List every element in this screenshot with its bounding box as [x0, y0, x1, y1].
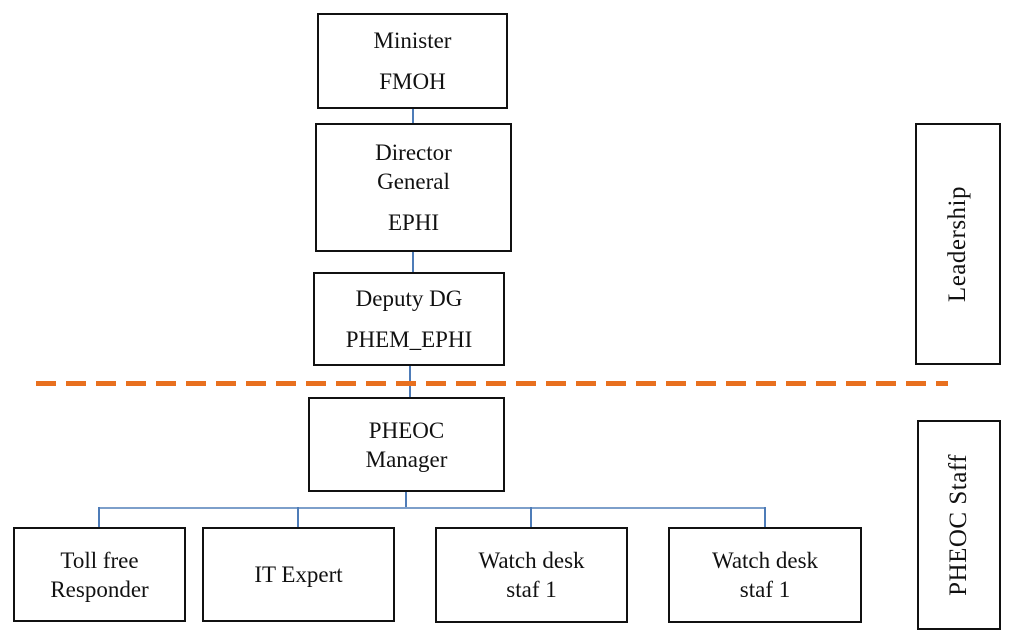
- org-node-it-expert: IT Expert: [202, 527, 395, 622]
- org-node-watch-desk-2-title: Watch desk staf 1: [711, 548, 819, 602]
- connector-drop-toll-free: [98, 507, 100, 528]
- org-node-watch-desk-2: Watch desk staf 1: [668, 527, 862, 623]
- org-node-director-general: Director General EPHI: [315, 123, 512, 252]
- org-node-deputy-dg: Deputy DG PHEM_EPHI: [313, 272, 505, 366]
- org-node-deputy-dg-title: Deputy DG: [355, 286, 463, 311]
- org-node-director-general-title: Director General: [375, 140, 452, 194]
- org-node-pheoc-manager: PHEOC Manager: [308, 397, 505, 492]
- leadership-staff-divider: [36, 381, 948, 386]
- side-label-pheoc-staff-text: PHEOC Staff: [945, 454, 972, 596]
- connector-drop-it-expert: [297, 507, 299, 528]
- org-node-deputy-dg-org: PHEM_EPHI: [345, 327, 473, 352]
- org-node-minister-title: Minister: [373, 28, 452, 53]
- org-node-director-general-org: EPHI: [387, 210, 440, 235]
- connector-horizontal-bus: [99, 507, 766, 509]
- connector-manager-stem: [405, 491, 407, 508]
- connector-drop-watch-desk-1: [530, 507, 532, 528]
- org-node-watch-desk-1-title: Watch desk staf 1: [478, 548, 585, 602]
- org-node-watch-desk-1: Watch desk staf 1: [435, 527, 628, 623]
- org-node-toll-free-responder: Toll free Responder: [13, 527, 186, 622]
- org-node-minister-org: FMOH: [379, 69, 446, 94]
- side-label-leadership-text: Leadership: [944, 185, 971, 303]
- connector-minister-director: [412, 108, 414, 124]
- org-node-toll-free-responder-title: Toll free Responder: [50, 547, 149, 602]
- org-node-minister: Minister FMOH: [317, 13, 508, 109]
- side-label-pheoc-staff: PHEOC Staff: [917, 420, 1001, 630]
- connector-director-deputy: [412, 251, 414, 273]
- org-node-pheoc-manager-title: PHEOC Manager: [365, 417, 448, 472]
- org-node-it-expert-title: IT Expert: [254, 562, 343, 587]
- side-label-leadership: Leadership: [915, 123, 1001, 365]
- connector-drop-watch-desk-2: [764, 507, 766, 528]
